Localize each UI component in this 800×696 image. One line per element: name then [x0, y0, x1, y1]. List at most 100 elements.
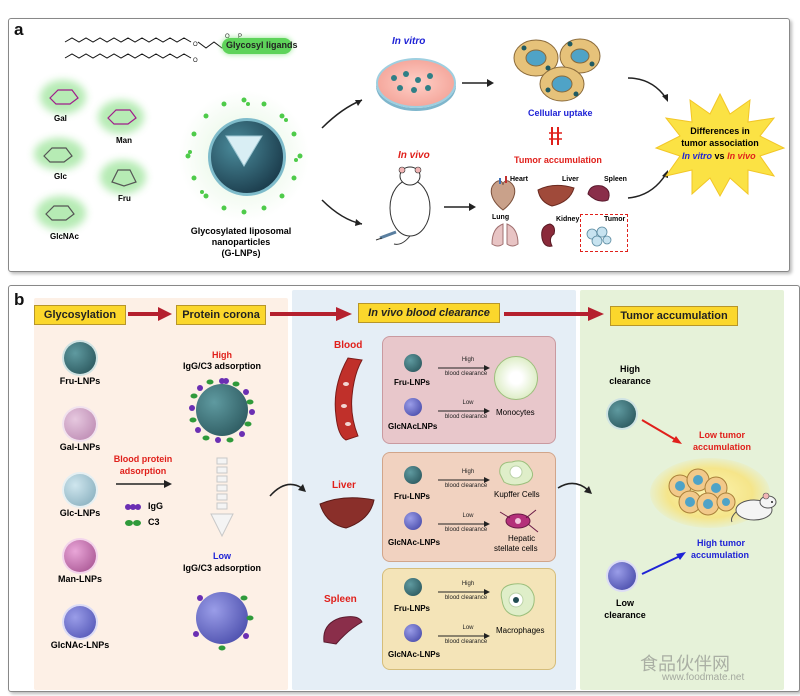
high-clearance-line2: clearance — [609, 376, 651, 386]
spleen-organ-icon — [587, 185, 610, 202]
liver-top-lnp: Fru-LNPs — [394, 492, 430, 501]
sugar-gal-label: Gal — [54, 114, 67, 123]
sugar-glow-man — [98, 100, 144, 134]
svg-text:O: O — [193, 42, 198, 48]
blood-low-arrow — [438, 408, 490, 414]
in-vitro-label: In vitro — [392, 36, 426, 47]
spleen-low-arrow — [438, 633, 490, 639]
high-accumulation-arrow — [641, 552, 686, 575]
blood-glcnac-particle — [404, 398, 422, 416]
blood-bottom-lnp: GlcNAcLNPs — [388, 422, 438, 431]
blood-high-arrow — [438, 365, 490, 371]
blood-vessel-icon — [334, 357, 363, 441]
organ-lung-label: Lung — [492, 214, 510, 221]
burst-line2: tumor association — [681, 138, 759, 148]
spleen-high-text: blood clearance — [444, 595, 488, 601]
cellular-uptake-label: Cellular uptake — [528, 108, 593, 118]
header-tumor-accumulation: Tumor accumulation — [610, 306, 738, 326]
sugar-glow-gal — [40, 80, 86, 114]
spleen-bottom-lnp: GlcNAc-LNPs — [388, 650, 441, 659]
differences-burst — [654, 92, 786, 198]
spleen-high-level: High — [461, 581, 475, 587]
man-lnp-label: Man-LNPs — [57, 574, 102, 584]
svg-text:O: O — [225, 34, 230, 40]
spleen-icon-b — [323, 616, 363, 645]
glcnac-lnp-label: GlcNAc-LNPs — [50, 640, 110, 650]
high-clearance-line1: High — [620, 364, 640, 374]
arrow-to-tumor — [557, 482, 592, 494]
liver-high-level: High — [461, 469, 475, 475]
sugar-man-label: Man — [116, 136, 132, 145]
stellate-label-2: stellate cells — [494, 544, 538, 553]
petri-dish — [376, 58, 456, 108]
spleen-glcnac-particle — [404, 624, 422, 642]
g-lnp-ligand-dots — [185, 97, 303, 215]
igg-legend-icon — [125, 504, 141, 510]
organ-kidney-label: Kidney — [556, 216, 580, 223]
blood-low-level: Low — [462, 400, 474, 406]
g-lnp-caption-line1: Glycosylated liposomal — [190, 226, 292, 236]
fru-ring-icon — [111, 169, 137, 187]
blood-fru-particle — [404, 354, 422, 372]
organ-blood-label: Blood — [334, 340, 363, 351]
adsorption-arrow — [116, 480, 172, 488]
decrease-arrow — [210, 457, 234, 538]
g-lnp-core-cutaway — [225, 135, 263, 167]
liver-icon-b — [319, 497, 375, 529]
c3-legend-label: C3 — [148, 517, 160, 527]
corona-low-level: Low — [213, 551, 231, 561]
sugar-glow-fru — [100, 160, 146, 194]
tumor-fru-particle — [608, 400, 636, 428]
burst-line3: In vitro vs In vivo — [682, 151, 756, 161]
monocyte-cell — [494, 356, 538, 400]
header-protein-corona: Protein corona — [176, 305, 266, 325]
spleen-low-text: blood clearance — [444, 639, 488, 645]
liver-high-text: blood clearance — [444, 483, 488, 489]
liver-fru-particle — [404, 466, 422, 484]
g-lnp-caption-line3: (G-LNPs) — [221, 248, 261, 258]
glycosyl-ligand-pill — [222, 38, 292, 54]
liver-low-level: Low — [462, 513, 474, 519]
organ-liver-label-b: Liver — [332, 480, 356, 491]
sugar-glow-glcnac — [36, 196, 86, 230]
cellular-uptake-cells — [513, 38, 601, 102]
tumor-accumulation-label: Tumor accumulation — [514, 155, 602, 165]
corona-high-proteins — [189, 378, 255, 443]
branch-arrows — [321, 99, 363, 226]
gal-ring-icon — [49, 89, 79, 105]
liver-low-text: blood clearance — [444, 527, 488, 533]
man-lnp-particle — [64, 540, 96, 572]
header-arrow-1 — [128, 307, 172, 321]
blood-protein-line1: Blood protein — [113, 454, 173, 464]
header-glycosylation: Glycosylation — [34, 305, 126, 325]
stellate-cell — [499, 509, 539, 533]
glc-ring-icon — [43, 147, 73, 163]
spleen-low-level: Low — [462, 625, 474, 631]
spleen-top-lnp: Fru-LNPs — [394, 604, 430, 613]
glycosyl-ligand-label: Glycosyl ligands — [226, 40, 298, 50]
low-tumor-line2: accumulation — [692, 442, 751, 452]
low-tumor-line1: Low tumor — [699, 430, 745, 440]
blood-high-text: blood clearance — [444, 371, 488, 377]
kidney-organ-icon — [541, 223, 555, 247]
glc-lnp-label: Glc-LNPs — [59, 508, 101, 518]
low-clearance-line1: Low — [616, 598, 634, 608]
low-clearance-line2: clearance — [604, 610, 646, 620]
watermark-url: www.foodmate.net — [662, 672, 745, 683]
panel-b-letter: b — [14, 290, 25, 309]
macrophage-cell — [500, 583, 535, 617]
svg-text:P: P — [238, 34, 242, 40]
gal-lnp-particle — [64, 408, 96, 440]
lung-organ-icon — [491, 223, 519, 247]
c3-legend-icon — [125, 520, 141, 526]
tumor-organ-icon — [586, 226, 612, 247]
tumor-box — [580, 214, 628, 252]
liver-glcnac-particle — [404, 512, 422, 530]
corona-low-proteins — [193, 595, 254, 651]
monocytes-label: Monocytes — [496, 408, 535, 417]
igg-legend-label: IgG — [148, 501, 163, 511]
organ-spleen-label-b: Spleen — [324, 594, 357, 605]
tumor-cluster — [668, 468, 736, 516]
fru-lnp-label: Fru-LNPs — [59, 376, 101, 386]
organ-heart-label: Heart — [510, 176, 528, 183]
